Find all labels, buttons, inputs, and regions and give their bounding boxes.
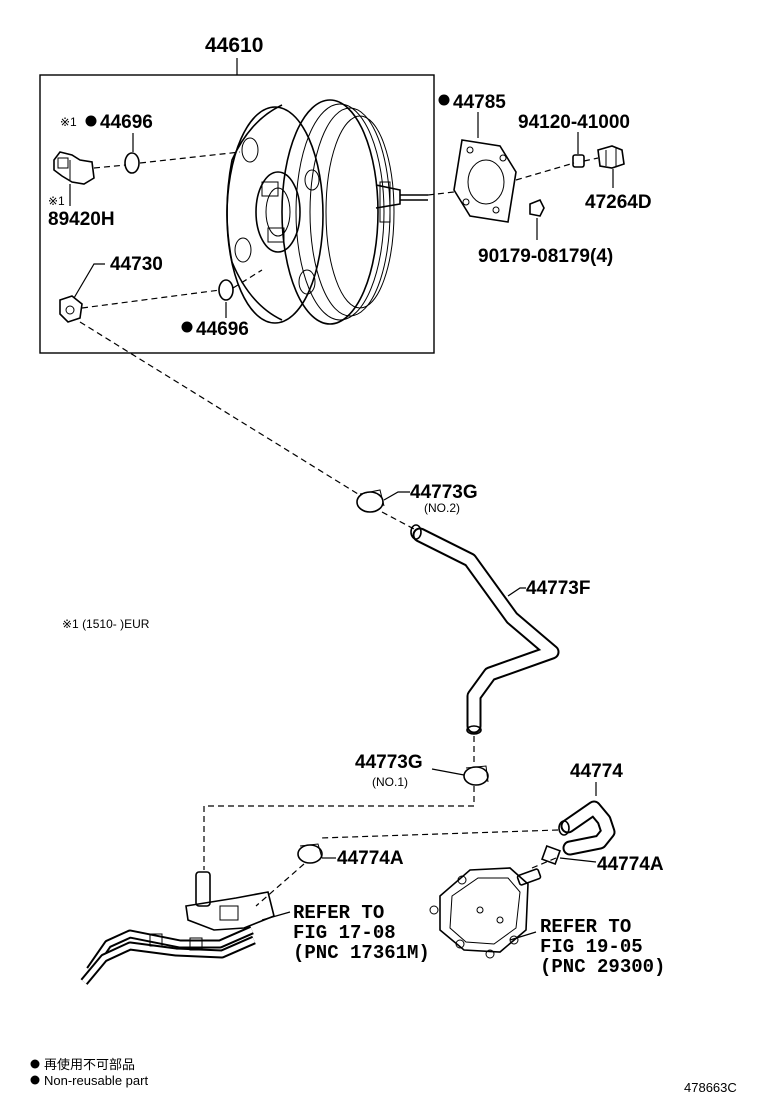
label-44696-top: 44696 <box>100 112 153 133</box>
ref-right-line2: FIG 19-05 <box>540 936 643 958</box>
diagram-id: 478663C <box>684 1080 737 1095</box>
non-reusable-dot-44696-top <box>85 115 97 127</box>
sensor-marker: ※1 <box>48 194 65 208</box>
ref-left-line3: (PNC 17361M) <box>293 942 430 964</box>
non-reusable-dot-44785 <box>438 94 450 106</box>
label-90179-08179: 90179-08179(4) <box>478 246 613 267</box>
legend-line2: Non-reusable part <box>44 1073 148 1088</box>
hose-44774 <box>558 800 616 856</box>
legend-dot-1 <box>30 1059 40 1069</box>
union-44730 <box>59 295 83 323</box>
clip-44773g-no1 <box>463 765 489 786</box>
nut-94120-41000 <box>572 154 585 168</box>
legend-line1: 再使用不可部品 <box>44 1057 135 1072</box>
label-44773g-no2: 44773G <box>410 482 478 503</box>
clevis-47264d <box>597 145 625 169</box>
label-44774a-left: 44774A <box>337 848 404 869</box>
stud-90179-08179 <box>529 198 545 217</box>
clip-44773g-no2 <box>356 489 385 513</box>
label-89420h: 89420H <box>48 209 115 230</box>
vacuum-pipe-assembly <box>80 871 275 985</box>
brake-booster <box>226 99 428 325</box>
gasket-44785 <box>453 139 517 223</box>
vacuum-pump <box>429 867 542 959</box>
clip-44774a-right <box>541 845 561 865</box>
label-44730: 44730 <box>110 254 163 275</box>
vacuum-sensor-89420h <box>53 151 95 185</box>
label-44773g-no1: 44773G <box>355 752 423 773</box>
label-44696-bottom: 44696 <box>196 319 249 340</box>
ref-left-line2: FIG 17-08 <box>293 922 396 944</box>
label-47264d: 47264D <box>585 192 652 213</box>
grommet-44696-top <box>124 152 140 174</box>
label-44785: 44785 <box>453 92 506 113</box>
non-reusable-dot-44696-bottom <box>181 321 193 333</box>
ref-right-line3: (PNC 29300) <box>540 956 665 978</box>
grommet-44696-bottom <box>218 279 234 301</box>
ref-right-line1: REFER TO <box>540 916 631 938</box>
ref-left-line1: REFER TO <box>293 902 384 924</box>
label-44774: 44774 <box>570 761 623 782</box>
note-text: ※1 (1510- )EUR <box>62 617 150 631</box>
hose-44773f <box>410 524 560 735</box>
legend-dot-2 <box>30 1075 40 1085</box>
label-44773g-no1-sub: (NO.1) <box>372 775 408 789</box>
label-94120-41000: 94120-41000 <box>518 112 630 133</box>
clip-44774a-left <box>297 843 323 864</box>
label-44773g-no2-sub: (NO.2) <box>424 501 460 515</box>
label-44773f: 44773F <box>526 578 590 599</box>
label-44610: 44610 <box>205 34 263 57</box>
label-44774a-right: 44774A <box>597 854 664 875</box>
note-marker-top: ※1 <box>60 115 77 129</box>
